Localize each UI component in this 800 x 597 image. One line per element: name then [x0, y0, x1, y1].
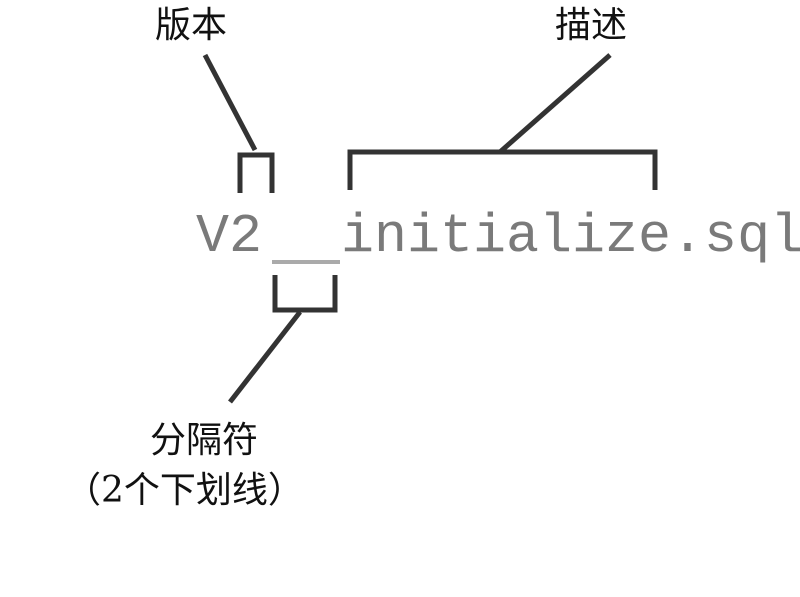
description-pointer-line	[498, 53, 612, 154]
separator-note: （2个下划线）	[65, 470, 304, 511]
separator-label: 分隔符	[150, 420, 258, 461]
filename-version: V2	[196, 205, 262, 268]
version-label: 版本	[155, 5, 227, 46]
filename-description: initialize.sql	[341, 205, 800, 268]
version-bracket	[237, 152, 275, 193]
separator-bracket	[272, 275, 338, 313]
version-pointer-line	[202, 53, 258, 152]
description-bracket	[347, 149, 658, 190]
description-label: 描述	[555, 5, 627, 46]
separator-pointer-line	[228, 310, 302, 404]
